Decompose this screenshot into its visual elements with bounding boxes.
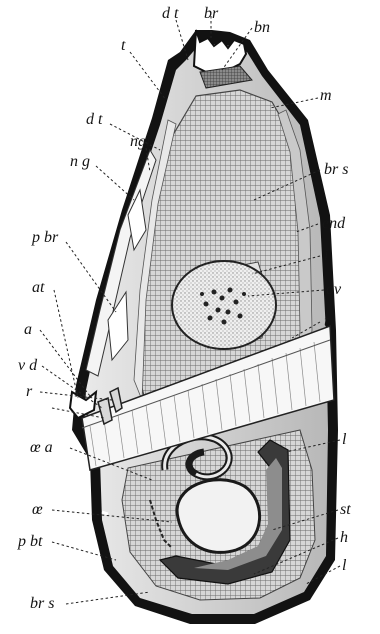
label-brs-right: br s xyxy=(324,161,348,178)
label-m: m xyxy=(320,87,332,104)
label-h: h xyxy=(340,529,348,546)
label-l-bottom: l xyxy=(342,557,347,574)
label-vd: v d xyxy=(18,357,38,374)
label-i: i xyxy=(324,247,328,264)
label-oea: œ a xyxy=(30,439,53,456)
label-t-right: t xyxy=(324,313,329,330)
label-r: r xyxy=(26,383,33,400)
label-ng: n g xyxy=(70,153,90,170)
label-oe: œ xyxy=(32,501,43,518)
label-at: at xyxy=(32,279,45,296)
label-a: a xyxy=(24,321,32,338)
label-bn: bn xyxy=(254,19,270,36)
label-br-top: br xyxy=(204,5,219,22)
label-l-right: l xyxy=(342,431,347,448)
stomach xyxy=(177,480,260,553)
label-end: end xyxy=(322,215,346,232)
label-pbt: p bt xyxy=(17,533,43,550)
tunic-break xyxy=(102,512,108,514)
label-brs-bottom: br s xyxy=(30,595,54,612)
label-ngl: ngl xyxy=(130,133,151,150)
label-pbr: p br xyxy=(31,229,59,246)
label-t-upper-left: t xyxy=(121,37,126,54)
label-ov: ov xyxy=(326,281,342,298)
ovary xyxy=(172,261,276,349)
label-dt-top: d t xyxy=(162,5,179,22)
label-dt-mid: d t xyxy=(86,111,103,128)
label-st: st xyxy=(340,501,351,518)
